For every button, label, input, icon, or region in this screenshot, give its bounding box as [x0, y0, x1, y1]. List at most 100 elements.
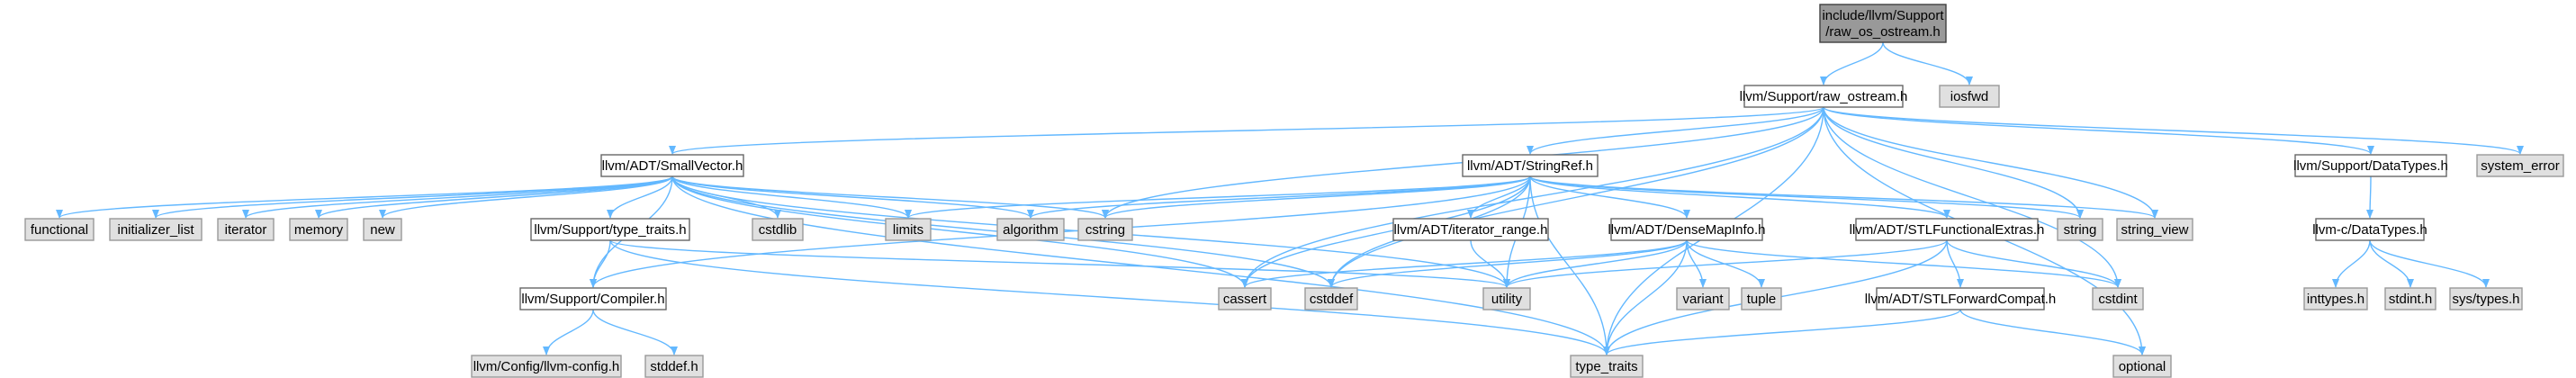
dependency-edge-smallvector-to-limits	[671, 176, 912, 219]
node-box	[600, 154, 744, 177]
dependency-edge-stringref-to-iterator-range	[1467, 176, 1531, 219]
dependency-edge-stringref-to-cstring	[1102, 176, 1531, 219]
dependency-edge-stringref-to-cassert	[1241, 176, 1531, 288]
node-box	[1304, 287, 1358, 310]
dependency-edge-type-traits-h-to-compiler	[590, 239, 611, 288]
dependency-edge-llvmc-datatypes-to-systypes	[2369, 239, 2490, 288]
node-box	[1819, 4, 1947, 43]
node-algorithm: algorithm	[996, 218, 1065, 241]
nodes-layer: include/llvm/Support/raw_os_ostream.hllv…	[24, 4, 2564, 378]
dependency-edge-raw-ostream-to-cassert	[1241, 106, 1824, 288]
node-box	[1462, 154, 1599, 177]
node-box	[519, 287, 667, 310]
node-llvm-config: llvm/Config/llvm-config.h	[471, 355, 622, 378]
node-box	[109, 218, 203, 241]
dependency-edge-raw-ostream-to-cstdint	[1823, 106, 2121, 288]
node-iterator: iterator	[217, 218, 275, 241]
node-inttypes: inttypes.h	[2303, 287, 2368, 310]
dependency-edge-raw-ostream-to-datatypes	[1823, 106, 2374, 155]
node-memory: memory	[289, 218, 348, 241]
node-stlforward[interactable]: llvm/ADT/STLForwardCompat.h	[1865, 287, 2057, 310]
dependency-edge-stringref-to-type-traits	[1529, 176, 1610, 356]
node-datatypes[interactable]: llvm/Support/DataTypes.h	[2293, 154, 2448, 177]
node-label: llvm/Support/DataTypes.h	[2293, 158, 2448, 174]
dependency-edge-stlfunctional-to-stlforward	[1946, 239, 1964, 288]
node-label: limits	[893, 222, 923, 238]
node-cstring: cstring	[1077, 218, 1133, 241]
node-box	[2449, 287, 2523, 310]
node-root[interactable]: include/llvm/Support/raw_os_ostream.h	[1819, 4, 1947, 43]
node-box	[885, 218, 932, 241]
node-box	[752, 218, 804, 241]
dependency-edge-smallvector-to-new	[379, 176, 673, 219]
dependency-edge-stringref-to-stlfunctional	[1529, 176, 1950, 219]
node-stlfunctional[interactable]: llvm/ADT/STLFunctionalExtras.h	[1850, 218, 2045, 241]
dependency-edge-stlfunctional-to-cstdint	[1946, 239, 2121, 288]
dependency-edge-smallvector-to-iterator	[242, 176, 673, 219]
node-box	[2116, 218, 2193, 241]
node-llvmc-datatypes[interactable]: llvm-c/DataTypes.h	[2312, 218, 2427, 241]
dependency-edge-raw-ostream-to-smallvector	[669, 106, 1824, 155]
dependency-edge-smallvector-to-functional	[56, 176, 673, 219]
dependency-edge-stlforward-to-type-traits	[1603, 309, 1961, 356]
node-compiler[interactable]: llvm/Support/Compiler.h	[519, 287, 667, 310]
dependency-edge-type-traits-h-to-utility	[609, 239, 1510, 288]
node-cstddef: cstddef	[1304, 287, 1358, 310]
node-box	[530, 218, 690, 241]
node-label: inttypes.h	[2307, 292, 2364, 307]
node-box	[1077, 218, 1133, 241]
dependency-edge-smallvector-to-cstring	[671, 176, 1109, 219]
node-label: llvm/Support/raw_ostream.h	[1740, 89, 1908, 104]
node-label: cassert	[1223, 292, 1267, 307]
node-label: include/llvm/Support	[1822, 8, 1944, 23]
dependency-edge-raw-ostream-to-string	[1823, 106, 2084, 219]
node-label: stddef.h	[650, 359, 698, 374]
node-box	[289, 218, 348, 241]
node-smallvector[interactable]: llvm/ADT/SmallVector.h	[600, 154, 744, 177]
node-box	[2057, 218, 2103, 241]
node-iosfwd: iosfwd	[1939, 85, 2000, 108]
node-iterator-range[interactable]: llvm/ADT/iterator_range.h	[1392, 218, 1549, 241]
dependency-edge-llvmc-datatypes-to-stdint	[2369, 239, 2414, 288]
node-functional: functional	[24, 218, 95, 241]
node-box	[2112, 355, 2172, 378]
node-stringref[interactable]: llvm/ADT/StringRef.h	[1462, 154, 1599, 177]
node-label: sys/types.h	[2452, 292, 2519, 307]
node-label: utility	[1491, 292, 1523, 307]
node-box	[1610, 218, 1763, 241]
node-string-view: string_view	[2116, 218, 2193, 241]
node-label: type_traits	[1575, 359, 1637, 374]
node-label: llvm/ADT/STLForwardCompat.h	[1865, 292, 2057, 307]
node-densemapinfo[interactable]: llvm/ADT/DenseMapInfo.h	[1608, 218, 1766, 241]
node-box	[1741, 287, 1782, 310]
dependency-edge-densemapinfo-to-cstddef	[1328, 239, 1688, 288]
dependency-edge-raw-ostream-to-system-error	[1823, 106, 2524, 155]
node-limits: limits	[885, 218, 932, 241]
node-label: llvm/ADT/SmallVector.h	[602, 158, 743, 174]
dependency-edge-compiler-to-llvm-config	[543, 309, 594, 356]
node-label: cstdlib	[759, 222, 797, 238]
node-label: tuple	[1747, 292, 1777, 307]
node-label: llvm/ADT/iterator_range.h	[1394, 222, 1548, 238]
dependency-edge-stlforward-to-optional	[1959, 309, 2146, 356]
node-type-traits-h[interactable]: llvm/Support/type_traits.h	[530, 218, 690, 241]
dependency-edge-smallvector-to-algorithm	[671, 176, 1034, 219]
dependency-edge-stringref-to-densemapinfo	[1529, 176, 1690, 219]
node-raw-ostream[interactable]: llvm/Support/raw_ostream.h	[1740, 85, 1908, 108]
dependency-edge-type-traits-h-to-type-traits	[609, 239, 1610, 356]
node-label: functional	[31, 222, 88, 238]
dependency-edge-smallvector-to-initializer-list	[152, 176, 673, 219]
node-box	[1855, 218, 2039, 241]
dependency-edge-densemapinfo-to-cassert	[1241, 239, 1688, 288]
node-box	[24, 218, 95, 241]
node-string: string	[2057, 218, 2103, 241]
edges-layer	[56, 41, 2524, 356]
node-label: llvm-c/DataTypes.h	[2312, 222, 2427, 238]
node-box	[217, 218, 275, 241]
dependency-edge-densemapinfo-to-type-traits	[1603, 239, 1688, 356]
node-label: algorithm	[1003, 222, 1058, 238]
node-optional: optional	[2112, 355, 2172, 378]
node-system-error: system_error	[2476, 154, 2564, 177]
dependency-edge-datatypes-to-llvmc-datatypes	[2366, 176, 2374, 219]
